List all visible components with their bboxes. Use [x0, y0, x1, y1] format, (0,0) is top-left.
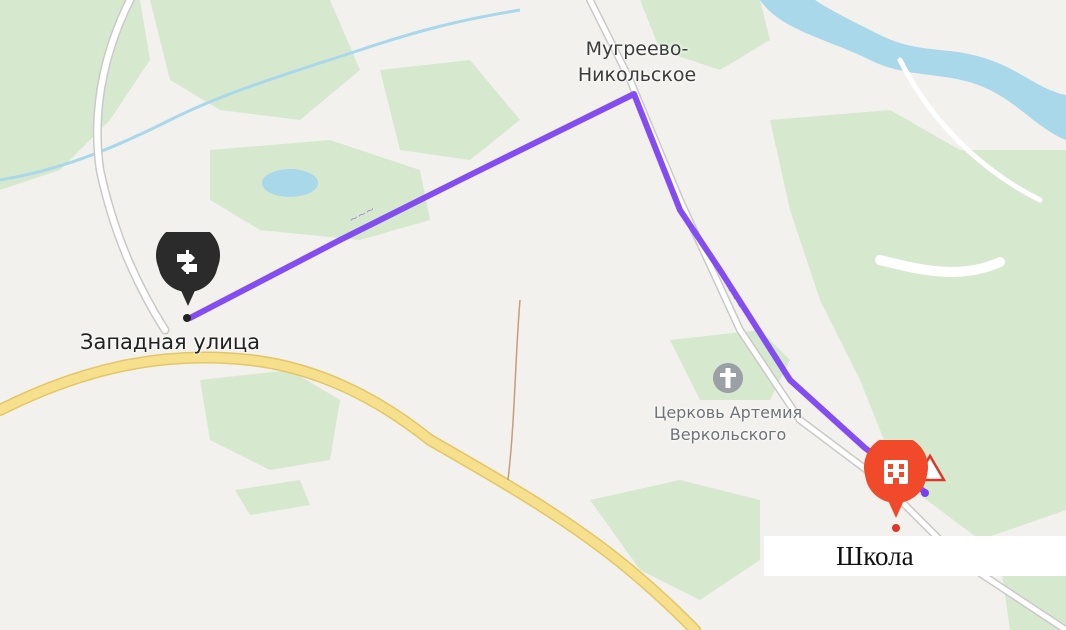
- route-start-dot: [183, 314, 191, 322]
- minor-road: [875, 255, 1005, 277]
- forest-area: [200, 370, 340, 470]
- church-label: Церковь Артемия Веркольского: [628, 402, 828, 446]
- route-end-marker: [921, 489, 929, 497]
- church-label-line2: Веркольского: [669, 425, 787, 444]
- forest-area: [770, 110, 1066, 540]
- village-label-line2: Никольское: [577, 64, 697, 86]
- forest-area: [235, 480, 310, 515]
- forest-area: [640, 0, 770, 70]
- village-label-line1: Мугреево-: [585, 38, 689, 60]
- minor-road: [94, 0, 168, 333]
- village-label: Мугреево- Никольское: [552, 36, 722, 88]
- start-pin[interactable]: [155, 223, 221, 312]
- forest-area: [210, 140, 430, 240]
- track: [507, 299, 521, 481]
- signpost-icon: [156, 223, 220, 306]
- minor-road: [897, 57, 1043, 203]
- forest-area: [150, 0, 360, 120]
- major-road: [0, 352, 700, 630]
- school-label: Школа: [836, 541, 914, 571]
- church-label-line1: Церковь Артемия: [653, 403, 803, 422]
- forest-area: [380, 60, 520, 160]
- river: [760, 0, 1066, 140]
- major-road: [0, 351, 701, 630]
- building-icon: [864, 435, 928, 518]
- stream: [0, 8, 521, 182]
- route-end-dot: [892, 524, 900, 532]
- start-point-label: Западная улица: [80, 330, 261, 354]
- route-line: [187, 91, 928, 495]
- school-label-box: [764, 536, 1066, 576]
- pond: [262, 169, 318, 197]
- church-icon: [713, 363, 743, 393]
- end-pin[interactable]: [863, 435, 929, 524]
- forest-area: [590, 480, 760, 600]
